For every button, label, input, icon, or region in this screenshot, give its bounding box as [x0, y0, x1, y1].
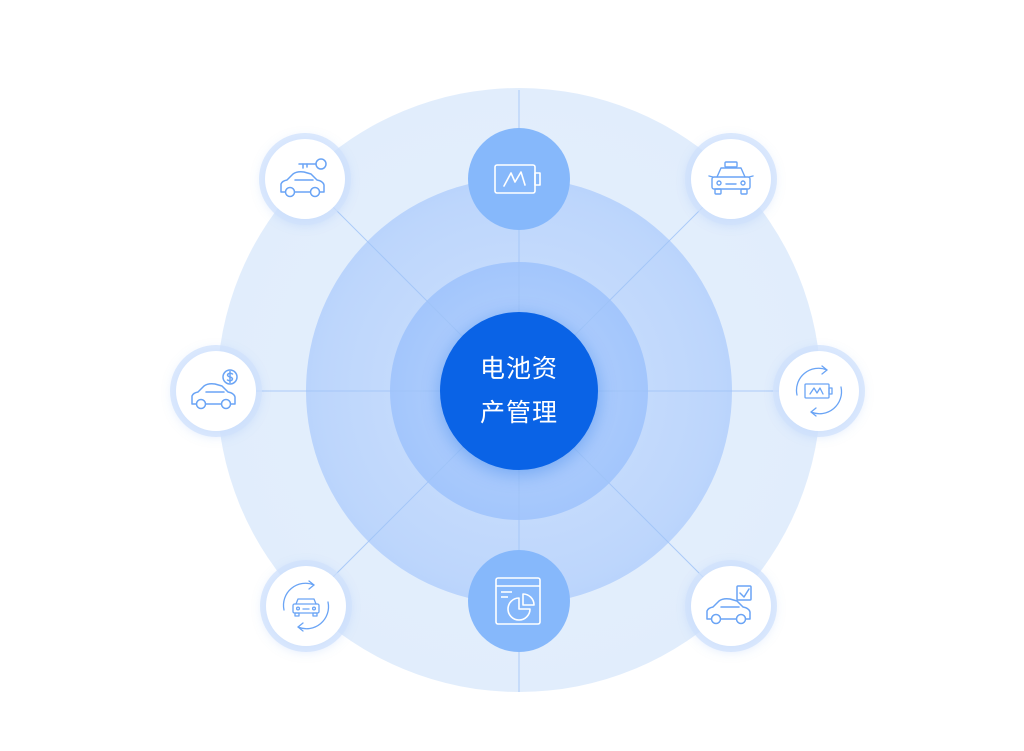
- node-car-key[interactable]: [265, 139, 345, 219]
- node-car-money[interactable]: [176, 351, 256, 431]
- battery-cycle-icon: [795, 365, 843, 417]
- node-car-check[interactable]: [691, 566, 771, 646]
- car-check-icon: [706, 585, 752, 625]
- node-battery-swap[interactable]: [779, 351, 859, 431]
- node-car-cycle[interactable]: [266, 566, 346, 646]
- car-cycle-icon: [282, 580, 330, 632]
- node-taxi[interactable]: [691, 139, 771, 219]
- pie-chart-report-icon: [495, 577, 541, 625]
- center-hub: 电池资 产管理: [440, 312, 598, 470]
- center-title-line2: 产管理: [479, 398, 558, 427]
- center-title-line1: 电池资: [479, 354, 558, 383]
- node-report[interactable]: [468, 550, 570, 652]
- battery-icon: [494, 164, 541, 194]
- taxi-icon: [708, 161, 754, 195]
- car-dollar-icon: [191, 369, 238, 410]
- car-key-icon: [280, 158, 327, 198]
- node-battery[interactable]: [468, 128, 570, 230]
